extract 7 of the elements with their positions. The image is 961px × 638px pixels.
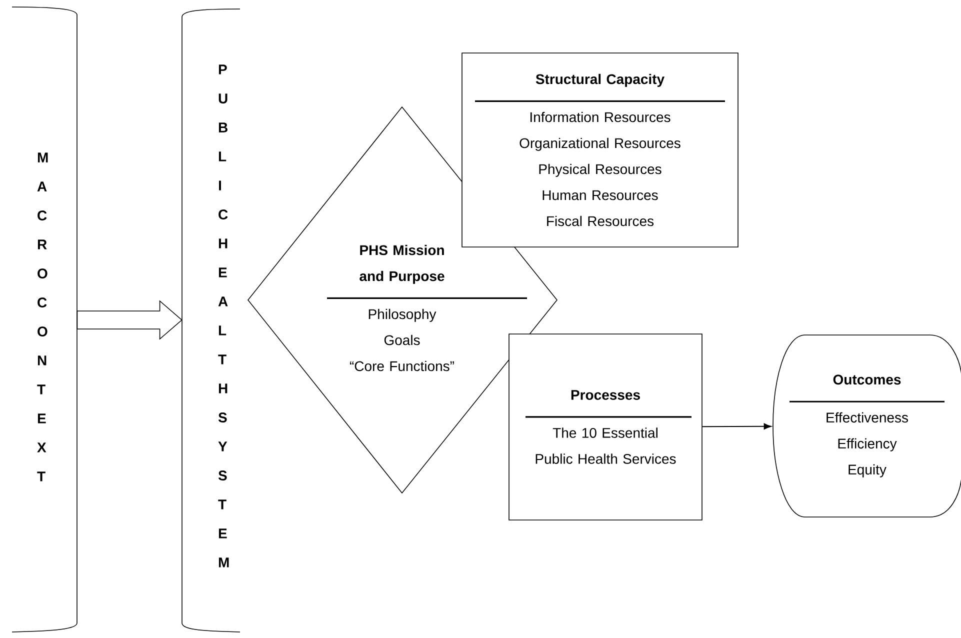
context-band: MACRO CONTEXT (12, 6, 78, 632)
block-arrow (76, 300, 182, 340)
system-band: PUBLIC HEALTH SYSTEM (182, 8, 240, 632)
capacity-box: Structural Capacity Information Resources Organizational Resources Physical Resources Human Resources Fiscal Resources (462, 52, 738, 248)
process-box: Processes The 10 Essential Public Health Services (508, 334, 702, 520)
outcome-box: Outcomes Effectiveness Efficiency Equity (772, 334, 961, 518)
arrow (702, 423, 772, 430)
